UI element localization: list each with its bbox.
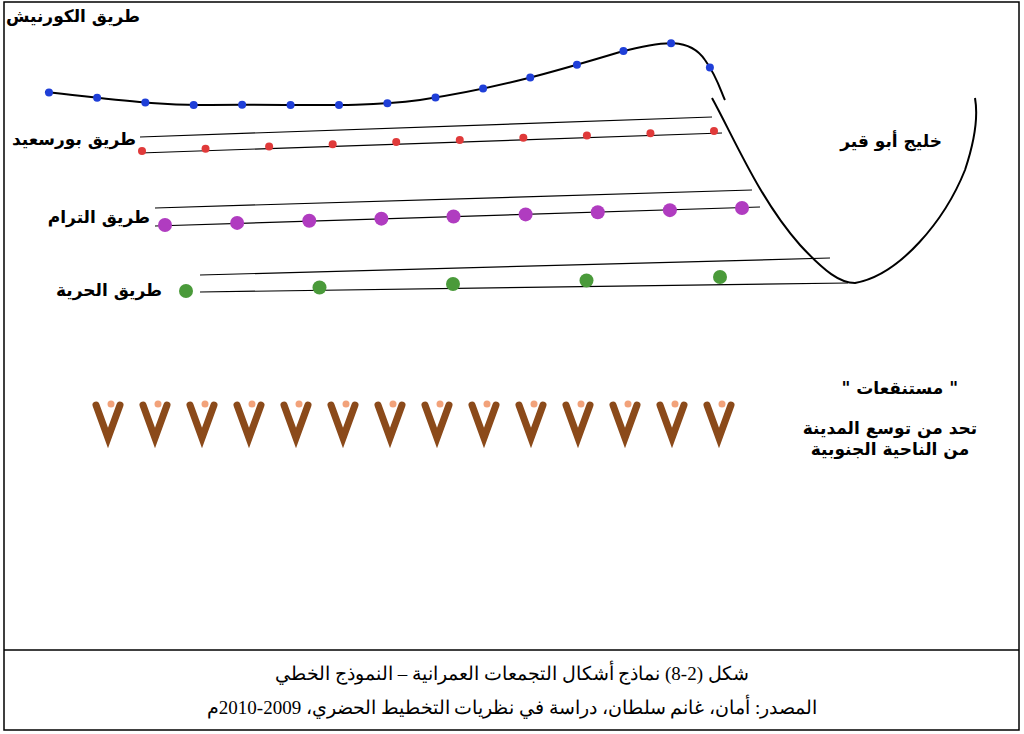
marsh-dot xyxy=(672,401,679,408)
settlement-dot xyxy=(230,216,244,230)
marsh-mark xyxy=(472,405,496,438)
settlement-dot xyxy=(302,214,316,228)
settlement-dot xyxy=(392,138,400,146)
corniche-road xyxy=(45,43,725,105)
settlement-dot xyxy=(138,147,146,155)
settlement-dot xyxy=(383,99,391,107)
settlement-dot xyxy=(519,207,533,221)
settlement-dot xyxy=(238,101,246,109)
settlement-dot xyxy=(706,63,714,71)
marsh-dot xyxy=(108,401,115,408)
marsh-mark xyxy=(425,405,449,438)
settlement-dot xyxy=(265,143,273,151)
settlement-dot xyxy=(663,203,677,217)
settlement-dot xyxy=(329,140,337,148)
settlement-dot xyxy=(335,101,343,109)
marsh-dot xyxy=(155,401,162,408)
settlement-dot xyxy=(374,212,388,226)
settlement-dot xyxy=(580,274,594,288)
settlement-dot xyxy=(667,39,675,47)
marsh-mark xyxy=(566,405,590,438)
settlement-dot xyxy=(619,47,627,55)
figure-caption: شكل (2-8) نماذج أشكال التجمعات العمرانية… xyxy=(10,662,1014,685)
settlement-dots xyxy=(45,39,749,298)
settlement-dot xyxy=(287,101,295,109)
road-label: طريق الترام xyxy=(48,207,150,228)
marsh-dot xyxy=(390,401,397,408)
road-label: طريق الكورنيش xyxy=(6,6,140,27)
marsh-mark xyxy=(284,405,308,438)
marsh-dot xyxy=(625,401,632,408)
settlement-dot xyxy=(446,277,460,291)
settlement-dot xyxy=(573,61,581,69)
settlement-dot xyxy=(519,134,527,142)
settlement-dot xyxy=(526,74,534,82)
marsh-mark xyxy=(378,405,402,438)
settlement-dot xyxy=(646,129,654,137)
caption-divider xyxy=(4,649,1019,651)
marsh-mark xyxy=(707,405,731,438)
marsh-dot xyxy=(202,401,209,408)
marsh-dot xyxy=(296,401,303,408)
settlement-dot xyxy=(735,201,749,215)
road-lines xyxy=(140,117,848,292)
marsh-mark xyxy=(613,405,637,438)
marsh-mark xyxy=(190,405,214,438)
settlement-dot xyxy=(202,145,210,153)
marsh-label: " مستنقعات " xyxy=(841,378,958,399)
settlement-dot xyxy=(456,136,464,144)
settlement-dot xyxy=(141,99,149,107)
settlement-dot xyxy=(479,85,487,93)
marsh-dot xyxy=(484,401,491,408)
road-label: طريق الحرية xyxy=(56,280,162,301)
settlement-dot xyxy=(591,205,605,219)
marsh-mark xyxy=(331,405,355,438)
bay-label: خليج أبو قير xyxy=(840,131,942,152)
settlement-dot xyxy=(179,284,193,298)
settlement-dot xyxy=(45,88,53,96)
marsh-dot xyxy=(343,401,350,408)
settlement-dot xyxy=(431,94,439,102)
settlement-dot xyxy=(93,94,101,102)
marsh-dot xyxy=(578,401,585,408)
settlement-dot xyxy=(158,218,172,232)
settlement-dot xyxy=(313,281,327,295)
marsh-dot xyxy=(437,401,444,408)
source-text: المصدر: أمان، غانم سلطان، دراسة في نظريا… xyxy=(10,696,1014,719)
note-text: تحد من توسع المدينة من الناحية الجنوبية xyxy=(795,418,985,461)
settlement-dot xyxy=(713,270,727,284)
frame xyxy=(4,2,1019,730)
marsh-mark xyxy=(143,405,167,438)
settlement-dot xyxy=(710,127,718,135)
marsh-dot xyxy=(531,401,538,408)
marsh-dot xyxy=(249,401,256,408)
settlement-dot xyxy=(583,131,591,139)
road-label: طريق بورسعيد xyxy=(12,129,136,150)
marsh-mark xyxy=(96,405,120,438)
marsh-dot xyxy=(719,401,726,408)
marsh-symbols xyxy=(96,401,731,439)
marsh-mark xyxy=(237,405,261,438)
settlement-dot xyxy=(447,210,461,224)
settlement-dot xyxy=(190,101,198,109)
marsh-mark xyxy=(660,405,684,438)
marsh-mark xyxy=(519,405,543,438)
